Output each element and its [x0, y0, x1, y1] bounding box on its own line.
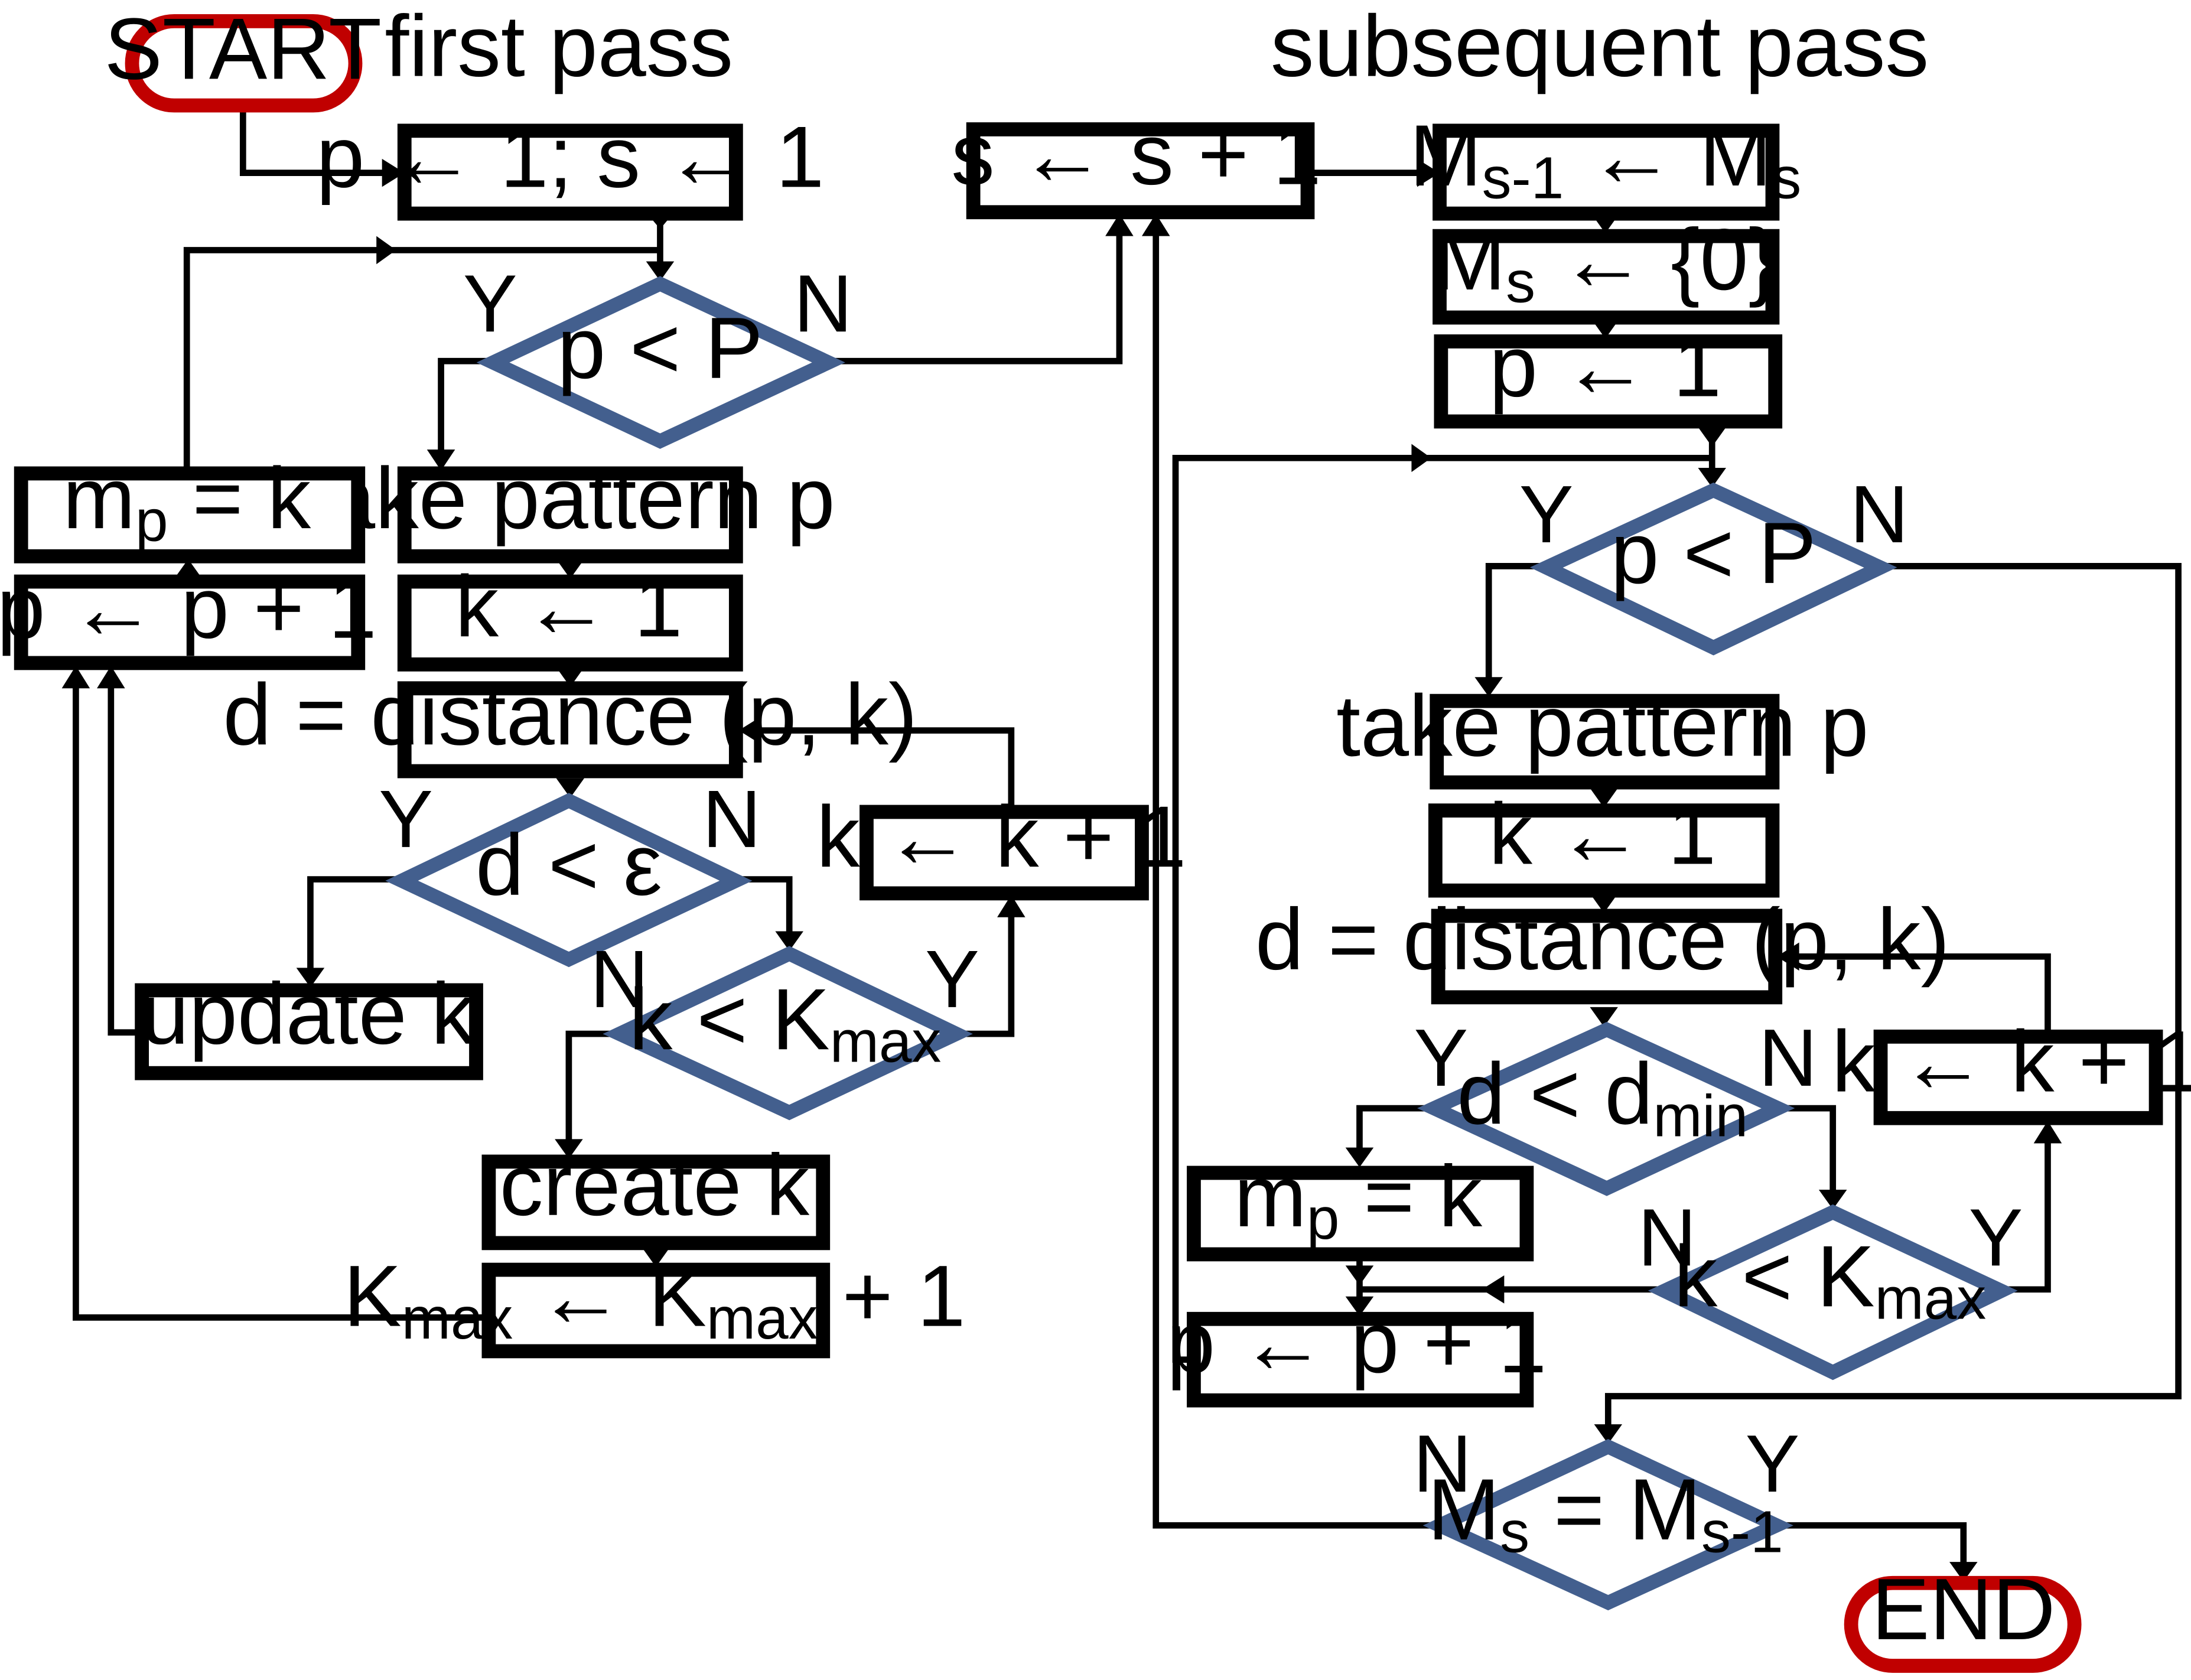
fp-eps-no: N	[702, 774, 761, 865]
fp-create-box: create k	[481, 1137, 831, 1251]
start-terminal: START	[105, 1, 382, 113]
svg-text:update k: update k	[141, 966, 475, 1063]
svg-text:Ms-1 ← Ms: Ms-1 ← Ms	[1409, 108, 1801, 211]
fp-dist-box: d = distance (p, k)	[223, 666, 917, 779]
svg-text:Ms = Ms-1: Ms = Ms-1	[1427, 1461, 1783, 1565]
sp-kcond-yes: Y	[1969, 1192, 2023, 1283]
fp-kmax-box: Kmax ← Kmax + 1	[343, 1248, 966, 1359]
svg-text:d < ε: d < ε	[476, 817, 662, 914]
header-first-pass: first pass	[385, 0, 733, 95]
svg-text:k ← 1: k ← 1	[455, 558, 682, 655]
sp-mp-box: mp = k	[1187, 1148, 1534, 1262]
svg-text:p ← 1: p ← 1	[1489, 318, 1721, 415]
svg-text:mp = k: mp = k	[1234, 1148, 1482, 1252]
svg-text:p < P: p < P	[557, 300, 763, 397]
svg-text:k < Kmax: k < Kmax	[1674, 1228, 1987, 1331]
sp-take-box: take pattern p	[1336, 678, 1868, 790]
fp-k1-box: k ← 1	[397, 558, 743, 672]
sp-k1-box: k ← 1	[1428, 786, 1780, 898]
fp-kk-box: k ← k + 1	[816, 789, 1187, 901]
svg-text:take pattern p: take pattern p	[302, 450, 835, 547]
sp-cond-diamond: p < P	[1529, 482, 1897, 656]
sp-cond-yes: Y	[1519, 469, 1574, 560]
svg-text:s ← s + 1: s ← s + 1	[951, 106, 1321, 203]
svg-text:mp = k: mp = k	[63, 450, 311, 554]
sp-kcond-no: N	[1637, 1192, 1697, 1283]
fp-kcond-no: N	[590, 934, 649, 1025]
header-subsequent-pass: subsequent pass	[1271, 0, 1929, 95]
svg-text:Ms ← {0}: Ms ← {0}	[1433, 211, 1777, 315]
sp-kk-box: k ← k + 1	[1832, 1014, 2191, 1125]
svg-text:k ← 1: k ← 1	[1489, 786, 1716, 883]
fp-cond-diamond: p < P	[476, 276, 845, 449]
connectors	[61, 106, 2182, 1582]
sp-eq-yes: Y	[1746, 1418, 1800, 1509]
fp-cond-yes: Y	[463, 258, 517, 349]
fp-mp-box: mp = k	[14, 450, 366, 564]
sp-dmin-diamond: d < dmin	[1417, 1021, 1795, 1196]
svg-text:d = distance (p, k): d = distance (p, k)	[223, 666, 917, 763]
sp-eq-no: N	[1413, 1418, 1472, 1509]
sp-ms1-box: Ms-1 ← Ms	[1409, 108, 1801, 221]
svg-text:create k: create k	[500, 1137, 810, 1234]
end-terminal: END	[1844, 1561, 2082, 1673]
fp-pp-box: p ← p + 1	[0, 560, 377, 670]
sp-kcond-diamond: k < Kmax	[1648, 1204, 2018, 1381]
end-label: END	[1871, 1561, 2055, 1658]
svg-text:Kmax ← Kmax + 1: Kmax ← Kmax + 1	[343, 1248, 965, 1352]
start-label: START	[105, 1, 382, 97]
sp-ms0-box: Ms ← {0}	[1433, 211, 1780, 325]
fp-kcond-diamond: k < Kmax	[603, 946, 973, 1121]
sp-p1-box: p ← 1	[1434, 318, 1783, 429]
svg-text:k ← k + 1: k ← k + 1	[816, 789, 1187, 885]
sp-pp-box: p ← p + 1	[1167, 1294, 1547, 1408]
fp-eps-diamond: d < ε	[385, 793, 753, 968]
sp-eq-diamond: Ms = Ms-1	[1422, 1438, 1793, 1611]
sp-dist-box: d = distance (p, k)	[1255, 891, 1950, 1005]
svg-text:p < P: p < P	[1610, 505, 1816, 602]
svg-text:p ← 1; s ← 1: p ← 1; s ← 1	[316, 109, 824, 206]
fp-take-box: take pattern p	[302, 450, 835, 564]
svg-text:d < dmin: d < dmin	[1457, 1046, 1748, 1149]
sp-cond-no: N	[1850, 469, 1909, 560]
svg-text:k ← k + 1: k ← k + 1	[1832, 1014, 2191, 1111]
svg-text:d = distance (p, k): d = distance (p, k)	[1255, 891, 1950, 988]
fp-cond-no: N	[793, 258, 852, 349]
svg-text:p ← p + 1: p ← p + 1	[1167, 1294, 1547, 1391]
svg-text:take pattern p: take pattern p	[1336, 678, 1868, 774]
svg-text:p ← p + 1: p ← p + 1	[0, 560, 377, 657]
sp-dmin-no: N	[1759, 1012, 1818, 1103]
fp-update-box: update k	[135, 966, 483, 1080]
sp-dmin-yes: Y	[1414, 1012, 1468, 1103]
fp-init-box: p ← 1; s ← 1	[316, 109, 824, 221]
fp-eps-yes: Y	[379, 774, 433, 865]
fp-kcond-yes: Y	[925, 934, 979, 1025]
svg-text:k < Kmax: k < Kmax	[629, 971, 942, 1075]
mid-ss-box: s ← s + 1	[951, 106, 1321, 220]
